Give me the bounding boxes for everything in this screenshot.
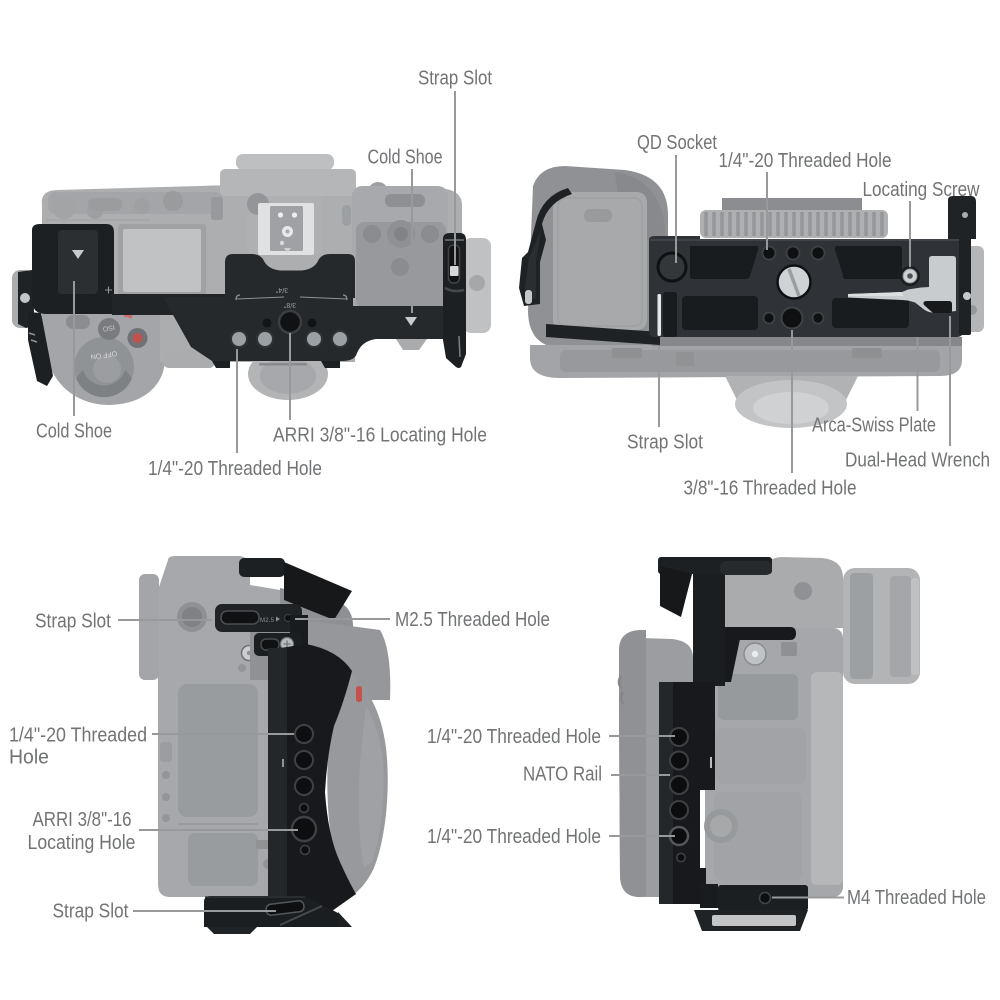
svg-text:1/4"-20 Threaded Hole: 1/4"-20 Threaded Hole [719,150,892,172]
svg-text:Hole: Hole [9,747,49,769]
svg-text:3/8": 3/8" [283,301,296,308]
svg-text:Locating Screw: Locating Screw [863,179,980,201]
svg-text:M2.5 Threaded Hole: M2.5 Threaded Hole [395,609,550,631]
svg-text:ARRI 3/8"-16 Locating Hole: ARRI 3/8"-16 Locating Hole [273,425,487,447]
svg-text:Strap Slot: Strap Slot [627,432,703,454]
svg-text:1/4"-20 Threaded Hole: 1/4"-20 Threaded Hole [427,826,601,848]
svg-text:1/4"-20 Threaded Hole: 1/4"-20 Threaded Hole [427,726,601,748]
svg-text:Arca-Swiss Plate: Arca-Swiss Plate [812,415,936,437]
svg-text:Cold Shoe: Cold Shoe [36,421,112,443]
svg-text:Cold Shoe: Cold Shoe [368,147,443,169]
svg-text:Strap Slot: Strap Slot [418,68,492,90]
svg-text:OFF ON: OFF ON [90,349,117,360]
svg-text:ISO: ISO [102,323,116,332]
svg-text:1/4"-20 Threaded Hole: 1/4"-20 Threaded Hole [148,458,322,480]
svg-text:Dual-Head Wrench: Dual-Head Wrench [845,450,990,472]
svg-text:Strap Slot: Strap Slot [53,901,129,923]
svg-text:QD Socket: QD Socket [637,132,717,154]
svg-text:M4 Threaded Hole: M4 Threaded Hole [847,887,986,909]
svg-text:ARRI 3/8"-16: ARRI 3/8"-16 [33,809,132,831]
svg-text:NATO Rail: NATO Rail [523,764,602,786]
svg-text:M2.5: M2.5 [260,618,275,624]
svg-text:3/4": 3/4" [275,286,288,293]
svg-text:3/8"-16 Threaded Hole: 3/8"-16 Threaded Hole [684,478,857,500]
svg-text:Locating Hole: Locating Hole [28,832,136,854]
svg-text:1/4"-20 Threaded: 1/4"-20 Threaded [9,725,147,747]
svg-text:Strap Slot: Strap Slot [35,611,111,633]
